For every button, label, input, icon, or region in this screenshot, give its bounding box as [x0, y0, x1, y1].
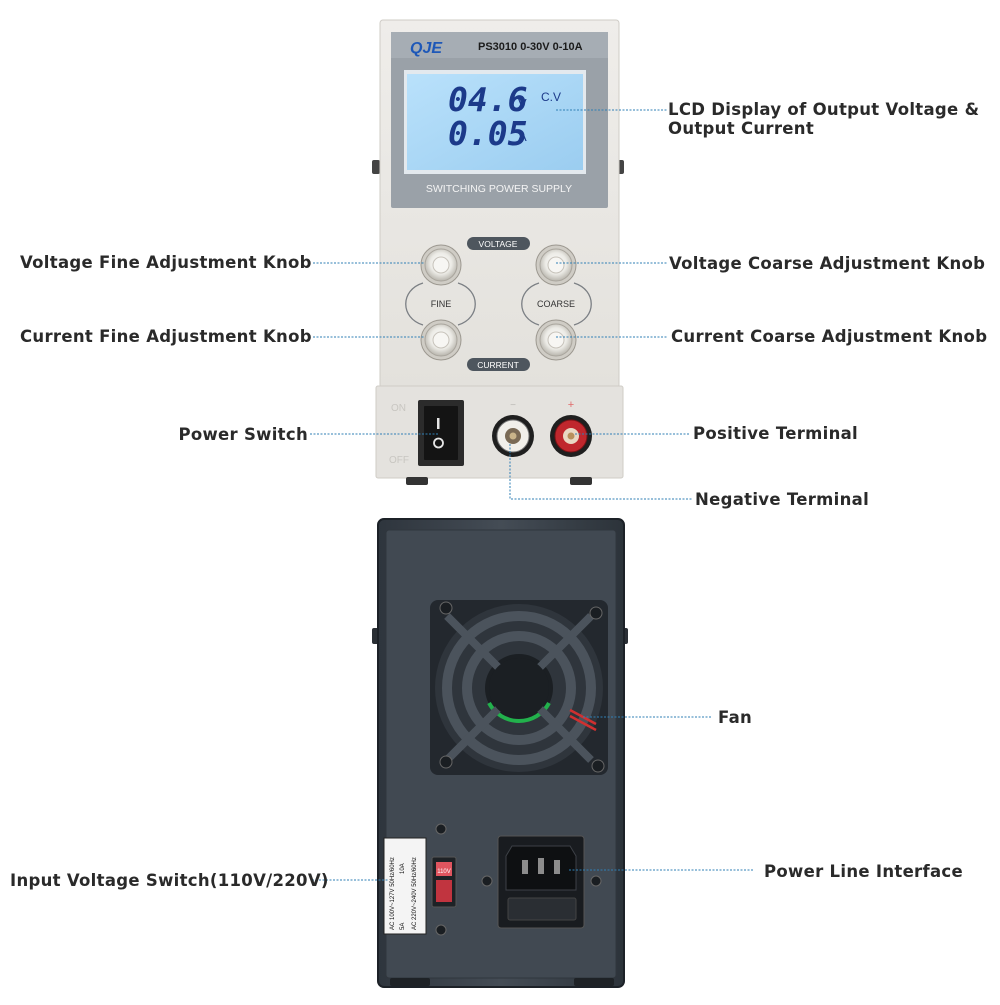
lcd-current-value: 0.05 [448, 114, 527, 153]
model-label: PS3010 0-30V 0-10A [478, 41, 583, 53]
socket-pin [522, 860, 528, 874]
voltage-pill-label: VOLTAGE [479, 239, 518, 249]
brand-logo: QJE [410, 40, 443, 57]
side-peg [372, 160, 380, 174]
power-switch[interactable] [418, 400, 464, 466]
fine-label: FINE [431, 299, 452, 309]
input-voltage-switch[interactable]: 110V [431, 856, 457, 908]
leader-lines [310, 109, 754, 881]
current-coarse-knob[interactable] [535, 319, 577, 361]
callout-lcd: LCD Display of Output Voltage & Output C… [668, 100, 979, 138]
rating-label: AC 100V~127V 50Hz/60Hz 5A 10A AC 220V~24… [383, 837, 427, 935]
coarse-label: COARSE [537, 299, 575, 309]
rating-line3: 5A [400, 923, 406, 930]
front-panel: QJE PS3010 0-30V 0-10A 04.6 V C.V 0.05 A… [372, 19, 624, 485]
screw [439, 755, 453, 769]
lcd-display [407, 74, 583, 170]
fine-bracket-right [457, 282, 476, 326]
socket-pin [538, 858, 544, 874]
switch-on-mark [437, 418, 440, 429]
fan [430, 600, 608, 775]
voltage-pill [467, 237, 530, 250]
callout-current-fine: Current Fine Adjustment Knob [20, 327, 312, 346]
callout-voltage-fine: Voltage Fine Adjustment Knob [20, 253, 312, 272]
negative-terminal[interactable] [492, 415, 534, 457]
lcd-voltage-value: 04.6 [448, 80, 527, 119]
screw [435, 823, 447, 835]
leader-negative [509, 444, 692, 500]
coarse-bracket-left [521, 282, 540, 326]
voltage-coarse-knob[interactable] [535, 244, 577, 286]
callout-voltage-coarse: Voltage Coarse Adjustment Knob [669, 254, 986, 273]
screw [589, 606, 603, 620]
foot [570, 477, 592, 485]
power-line-interface[interactable] [497, 835, 585, 929]
callout-lcd-line1: LCD Display of Output Voltage & [668, 100, 980, 119]
fan-grille-ring-outer [442, 611, 596, 765]
voltage-fine-knob[interactable] [420, 244, 462, 286]
callout-power-line: Power Line Interface [764, 862, 963, 881]
fan-center [489, 658, 549, 718]
current-pill [467, 358, 530, 371]
fine-bracket-left [405, 282, 424, 326]
screw [591, 759, 605, 773]
callout-current-coarse: Current Coarse Adjustment Knob [671, 327, 988, 346]
coarse-bracket-right [573, 282, 592, 326]
callout-positive-terminal: Positive Terminal [693, 424, 859, 443]
screw [481, 875, 493, 887]
panel-caption: SWITCHING POWER SUPPLY [426, 183, 572, 195]
switch-on-label: ON [391, 403, 406, 414]
selector-label: 110V [437, 869, 451, 875]
current-fine-knob[interactable] [420, 319, 462, 361]
callout-input-voltage-switch: Input Voltage Switch(110V/220V) [10, 871, 329, 890]
negative-sign: − [510, 400, 516, 411]
socket-pin [554, 860, 560, 874]
positive-terminal[interactable] [550, 415, 592, 457]
bezel-header [391, 32, 608, 58]
rating-sticker [383, 837, 427, 935]
screw [435, 924, 447, 936]
rating-line1: AC 100V~127V 50Hz/60Hz [390, 857, 396, 930]
callout-power-switch: Power Switch [178, 425, 308, 444]
current-pill-label: CURRENT [477, 360, 519, 370]
positive-sign: + [568, 399, 574, 411]
fan-screws [439, 601, 605, 773]
callout-lcd-line2: Output Current [668, 119, 815, 138]
rating-line4: AC 220V~240V 50Hz/60Hz [412, 857, 418, 930]
callout-fan: Fan [718, 708, 753, 727]
switch-off-mark [433, 437, 444, 449]
lcd-voltage-unit: V [518, 96, 527, 111]
foot [406, 477, 428, 485]
screw [590, 875, 602, 887]
screw [439, 601, 453, 615]
rear-panel: AC 100V~127V 50Hz/60Hz 5A 10A AC 220V~24… [372, 518, 628, 988]
rating-line2: 10A [400, 863, 406, 874]
switch-off-label: OFF [389, 455, 409, 466]
foot [390, 978, 430, 986]
fan-grille-ring-inner [462, 631, 576, 745]
fuse-drawer[interactable] [507, 897, 577, 921]
foot [574, 978, 614, 986]
lcd-mode: C.V [541, 90, 561, 104]
callout-negative-terminal: Negative Terminal [695, 490, 870, 509]
lcd-current-unit: A [518, 129, 527, 144]
